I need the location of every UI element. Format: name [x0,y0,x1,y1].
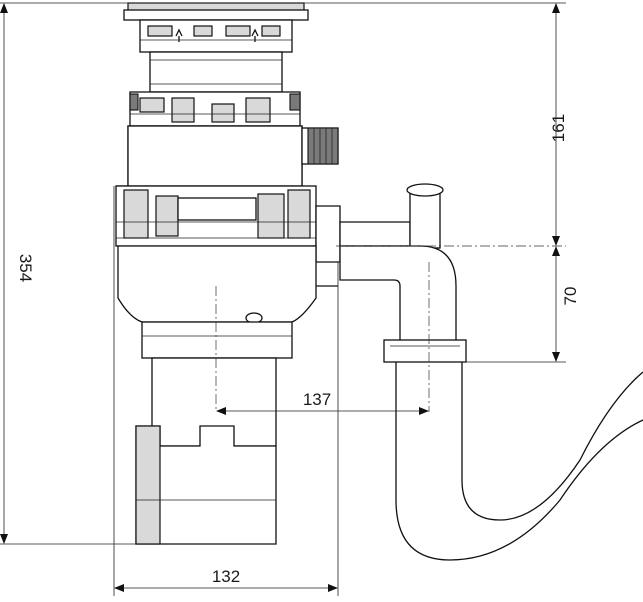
dimension-upper-height: 161 [549,3,568,246]
base-cover [135,425,277,545]
outlet-distance-label: 137 [303,390,331,409]
dimension-total-height: 354 [0,3,35,544]
center-lines [215,245,566,412]
sink-flange [123,2,309,53]
grinding-chamber [115,185,341,287]
p-trap [339,183,643,561]
dimension-body-width: 132 [114,567,338,592]
mounting-ring [129,91,301,127]
motor-housing [116,125,339,187]
dimension-outlet-distance: 137 [216,390,429,415]
mounting-neck [149,51,283,93]
upper-height-label: 161 [549,114,568,142]
body-width-label: 132 [212,567,240,586]
lower-body [117,245,317,447]
trap-offset-label: 70 [561,287,580,306]
dimension-trap-offset: 70 [552,246,580,362]
extension-lines [0,2,566,596]
total-height-label: 354 [16,254,35,282]
